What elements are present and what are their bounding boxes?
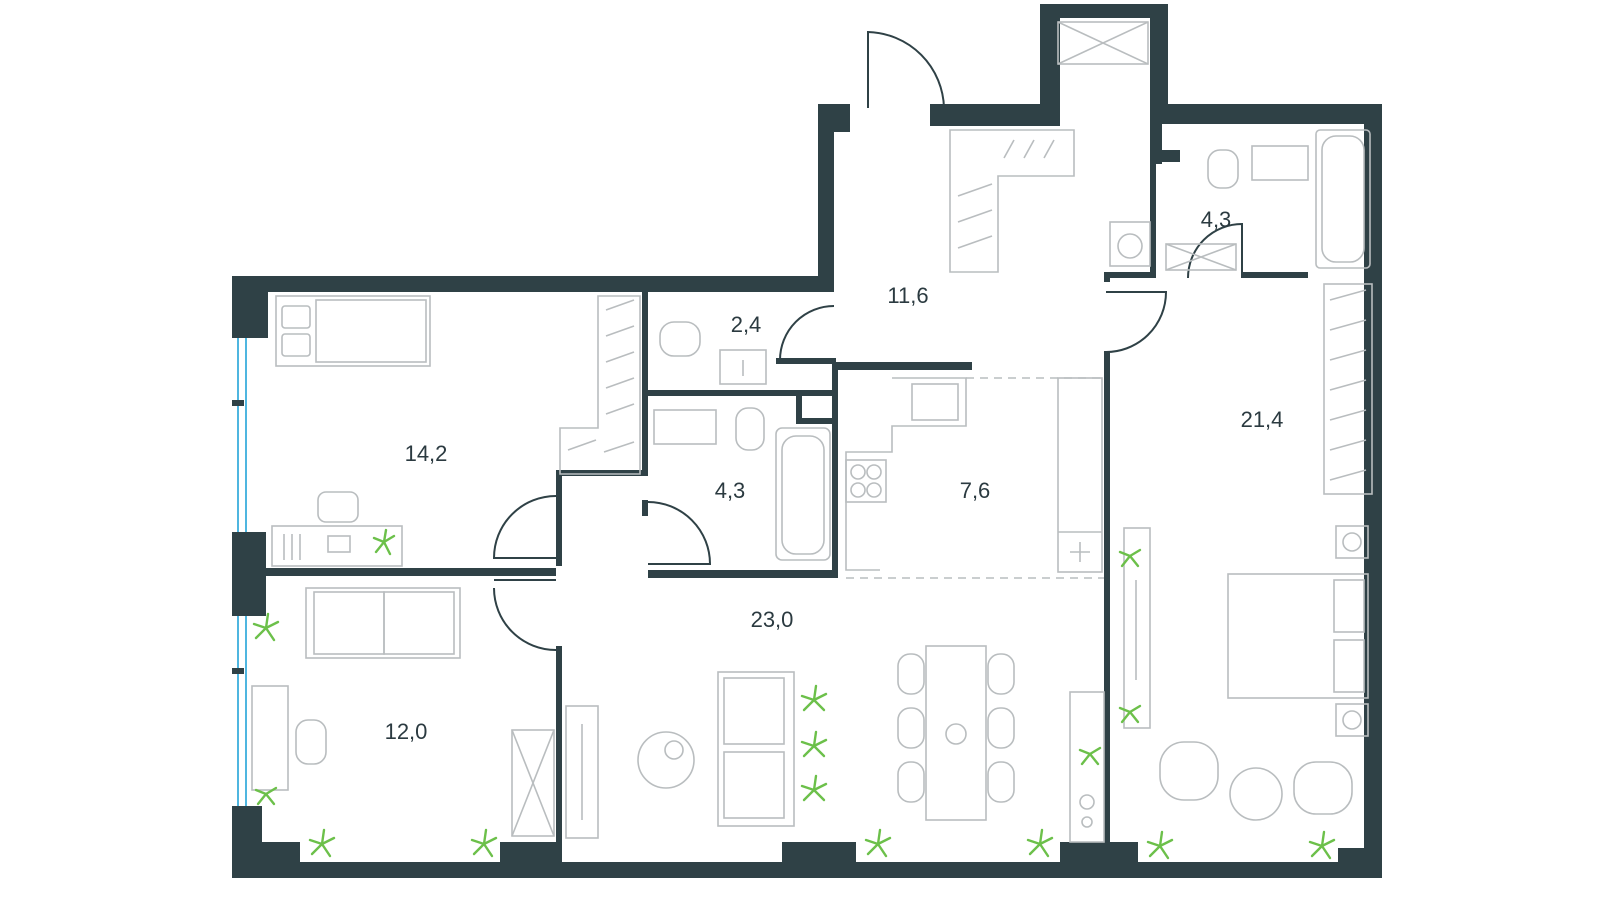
room-area-living-room: 23,0 bbox=[750, 607, 794, 632]
doors bbox=[492, 30, 1243, 651]
toilet-icon bbox=[659, 321, 767, 385]
plant-icon bbox=[252, 528, 1336, 860]
desk-icon bbox=[271, 491, 403, 567]
room-area-hall: 11,6 bbox=[887, 283, 929, 308]
room-area-bath-top-right: 4,3 bbox=[1200, 207, 1232, 232]
room-area-bedroom-left: 14,2 bbox=[404, 441, 448, 466]
bedroom-furniture-icon bbox=[1123, 283, 1373, 821]
room-area-bedroom-right: 21,4 bbox=[1240, 407, 1284, 432]
room-area-wc: 2,4 bbox=[730, 312, 762, 337]
windows bbox=[237, 338, 1338, 873]
walls bbox=[232, 4, 1382, 878]
room-area-bedroom-bottom-left: 12,0 bbox=[384, 719, 428, 744]
room-area-kitchen: 7,6 bbox=[959, 478, 991, 503]
toilet-bath-icon bbox=[1165, 129, 1371, 271]
wardrobe-icon bbox=[559, 295, 641, 475]
kitchen-icon bbox=[845, 377, 1104, 579]
room-area-bath-middle: 4,3 bbox=[714, 478, 746, 503]
bathtub-icon bbox=[653, 407, 831, 561]
study-furniture-icon bbox=[251, 587, 555, 837]
bed-icon bbox=[275, 295, 431, 367]
hall-wardrobe-icon bbox=[949, 21, 1151, 273]
living-furniture-icon bbox=[565, 645, 1105, 843]
